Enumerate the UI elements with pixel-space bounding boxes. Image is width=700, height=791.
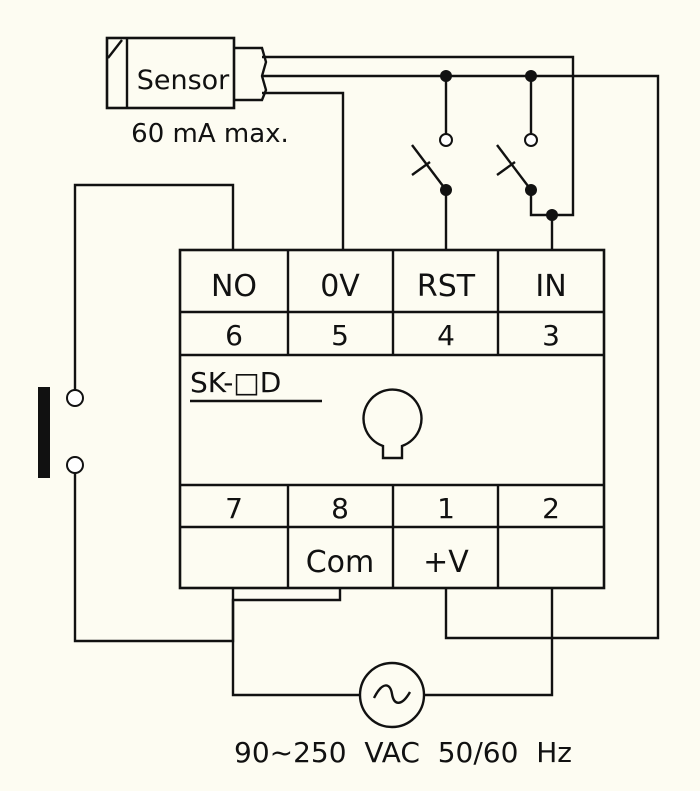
terminal-label-rst: RST [417, 269, 476, 304]
wire-sensor-to-0v [262, 91, 345, 250]
wire-com-to-supply [231, 588, 360, 697]
rst-switch-contact-top [439, 133, 453, 147]
in-switch-lower-lead [529, 190, 552, 217]
sensor: Sensor 60 mA max. [105, 36, 289, 149]
terminal-number-3: 3 [542, 319, 560, 352]
in-switch-junction-bottom [525, 184, 537, 196]
sensor-body [105, 36, 236, 110]
wire-no-to-contact [73, 183, 235, 392]
wire-contact-to-terminal-7 [73, 473, 235, 643]
in-terminal-junction [546, 209, 558, 221]
terminal-number-8: 8 [331, 492, 349, 525]
external-contact-bottom [66, 456, 84, 474]
in-switch-contact-top [524, 133, 538, 147]
rst-switch-actuator [411, 161, 431, 176]
relay-unit: NO 0V RST IN 6 5 4 3 SK-□D 7 8 1 2 Com +… [178, 248, 606, 590]
sensor-corner-mark [107, 39, 123, 59]
sensor-label: Sensor [137, 65, 230, 96]
terminal-number-4: 4 [437, 319, 455, 352]
wire-sensor-to-in [262, 55, 575, 217]
terminal-label-no: NO [211, 269, 257, 304]
terminal-number-7: 7 [225, 492, 243, 525]
sensor-cable-gland [234, 46, 268, 102]
rst-switch-blade [411, 144, 447, 191]
wire-terminal-2-to-supply [424, 588, 554, 697]
potentiometer-knob-icon [362, 388, 423, 460]
in-switch-blade [496, 144, 532, 191]
terminal-label-plus-v: +V [423, 545, 469, 580]
supply-voltage-label: 90~250 VAC 50/60 Hz [234, 736, 572, 769]
rst-switch [411, 70, 453, 250]
terminal-label-com: Com [306, 545, 375, 580]
terminal-number-1: 1 [437, 492, 455, 525]
no-output-circuit [38, 183, 235, 643]
sine-wave-icon [372, 684, 412, 704]
terminal-number-6: 6 [225, 319, 243, 352]
in-switch-junction-top [525, 70, 537, 82]
ac-supply: 90~250 VAC 50/60 Hz [231, 588, 572, 769]
external-contact-top [66, 389, 84, 407]
in-switch [496, 70, 558, 250]
terminal-label-0v: 0V [320, 269, 360, 304]
in-switch-actuator [496, 161, 516, 176]
terminal-label-in: IN [535, 269, 566, 304]
sensor-rating: 60 mA max. [131, 119, 289, 149]
rst-switch-junction-bottom [440, 184, 452, 196]
external-contact-bar [38, 387, 50, 478]
rst-switch-junction-top [440, 70, 452, 82]
terminal-number-2: 2 [542, 492, 560, 525]
relay-model-label: SK-□D [190, 366, 281, 399]
terminal-number-5: 5 [331, 319, 349, 352]
